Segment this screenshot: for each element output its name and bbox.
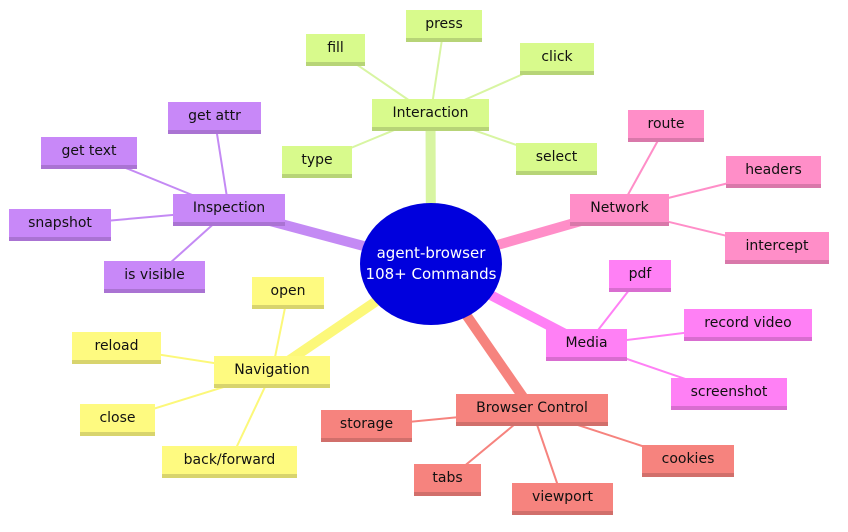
leaf-node-fill: fill [306,34,365,66]
leaf-node-close: close [80,404,155,436]
leaf-node-get-text: get text [41,137,137,169]
leaf-node-storage: storage [321,410,412,442]
leaf-node-screenshot: screenshot [671,378,787,410]
leaf-node-intercept: intercept [725,232,829,264]
leaf-node-is-visible: is visible [104,261,205,293]
leaf-node-viewport: viewport [512,483,613,515]
leaf-node-pdf: pdf [609,260,671,292]
branch-node-network: Network [570,194,669,226]
leaf-node-back-forward: back/forward [162,446,297,478]
leaf-node-tabs: tabs [414,464,481,496]
root-label-line1: agent-browser [376,244,486,262]
leaf-node-open: open [252,277,324,309]
branch-node-navigation: Navigation [214,356,330,388]
root-node: agent-browser 108+ Commands [360,203,502,325]
leaf-node-cookies: cookies [642,445,734,477]
leaf-node-select: select [516,143,597,175]
branch-node-interaction: Interaction [372,99,489,131]
branch-node-media: Media [546,329,627,361]
leaf-node-record-video: record video [684,309,812,341]
leaf-node-route: route [628,110,704,142]
root-label-line2: 108+ Commands [365,265,497,283]
branch-node-inspection: Inspection [173,194,285,226]
leaf-node-click: click [520,43,594,75]
leaf-node-reload: reload [72,332,161,364]
branch-node-browser-control: Browser Control [456,394,608,426]
leaf-node-headers: headers [726,156,821,188]
leaf-node-type: type [282,146,352,178]
leaf-node-press: press [406,10,482,42]
leaf-node-snapshot: snapshot [9,209,111,241]
leaf-node-get-attr: get attr [168,102,261,134]
